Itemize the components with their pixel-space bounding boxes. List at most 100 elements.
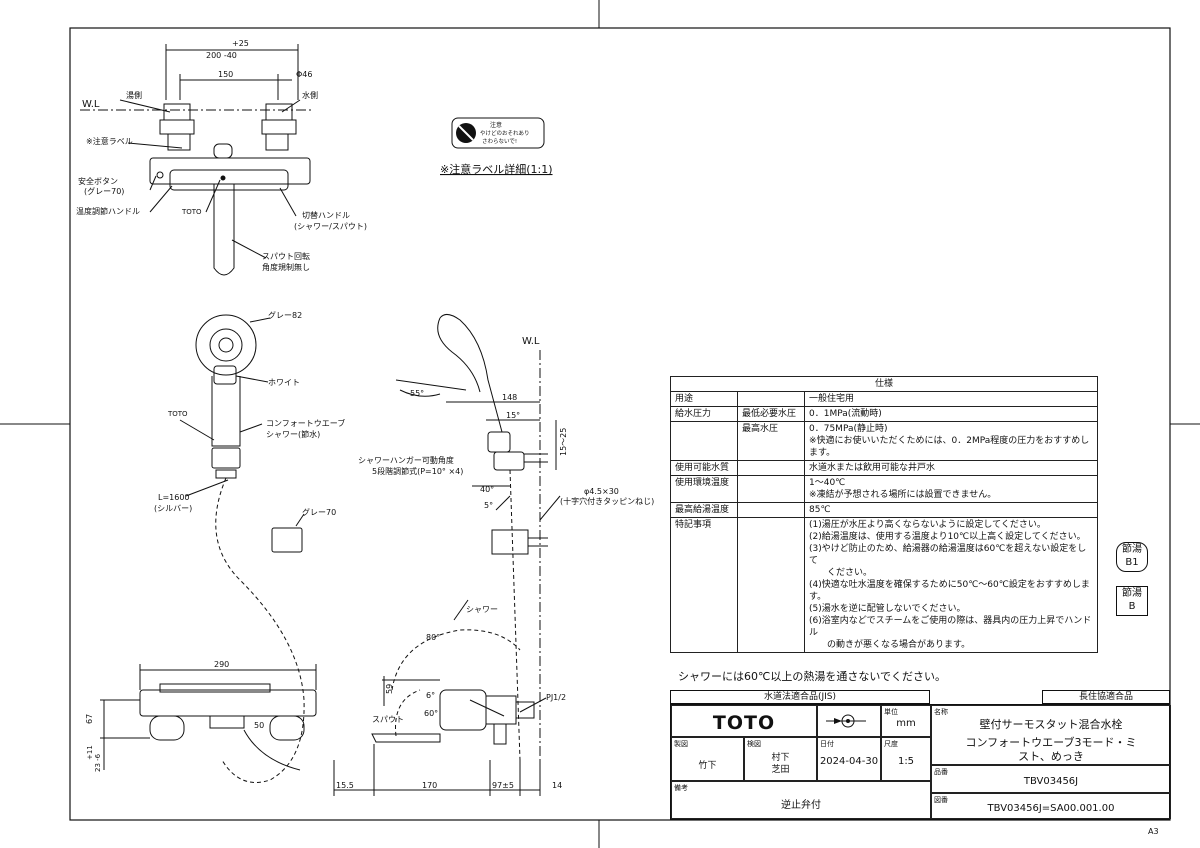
switch-handle-label: 切替ハンドル [302,210,350,220]
tb-scale-label: 尺度 [884,740,898,748]
caution-label-callout: ※注意ラベル [86,136,133,146]
tb-remark-cell: 備考 逆止弁付 [671,781,931,819]
hose-length: L=1600 [158,493,190,502]
caution-label-badge [451,117,545,149]
spec-subkey: 最高水圧 [737,421,805,461]
spec-value-line: 1～40℃ [809,478,846,488]
spec-value-line: (2)給湯温度は、使用する温度より10℃以上高く設定してください。 [809,532,1086,542]
tb-check-2: 芝田 [771,765,790,775]
tb-name-1: 壁付サーモスタット混合水栓 [979,718,1123,731]
shower-gray-label: グレー82 [268,310,302,320]
screw-spec: φ4.5×30 [584,487,619,496]
spec-value-line: (5)湯水を逆に配管しないでください。 [809,604,966,614]
spec-value: (1)湯圧が水圧より高くならないように設定してください。 (2)給湯温度は、使用す… [804,517,1098,653]
front-view [100,599,547,796]
holder-color: グレー70 [302,507,336,517]
angle-40: 40° [480,485,494,494]
dim-67: 67 [85,714,94,724]
spec-value-line: (4)快適な吐水温度を確保するために50℃～60℃設定をおすすめします。 [809,580,1090,602]
spec-header: 仕様 [670,376,1098,392]
spec-subkey [737,517,805,653]
tb-name-label: 名称 [934,708,948,716]
spout-note-1: スパウト回転 [262,252,310,261]
hanger-note-2: 5段階調節式(P=10° ×4) [372,466,463,476]
spec-key: 特記事項 [670,517,738,653]
spec-value: 一般住宅用 [804,391,1098,407]
spec-key [670,421,738,461]
top-view [80,44,312,276]
tb-projection-cell [817,705,881,737]
mark-b-bottom: B [1128,601,1136,612]
spec-value-line: の動きが悪くなる場合があります。 [809,640,971,650]
tb-check-1: 村下 [771,753,790,763]
tb-brand-cell: TOTO [671,705,817,737]
spec-value-line: (6)浴室内などでスチームをご使用の際は、器具内の圧力上昇でハンドル [809,616,1092,638]
mark-b1-top: 節湯 [1122,544,1142,555]
angle-55: 55° [410,389,424,398]
spec-value: 0．75MPa(静止時)※快適にお使いいただくためには、0．2MPa程度の圧力を… [804,421,1098,461]
spec-key: 最高給湯温度 [670,502,738,518]
spec-row: 特記事項 (1)湯圧が水圧より高くならないように設定してください。 (2)給湯温度は… [670,517,1098,653]
water-saving-mark-b: 節湯 B [1116,586,1148,616]
tb-scale-cell: 尺度 1:5 [881,737,931,781]
tb-name-cell: 名称 壁付サーモスタット混合水栓 コンフォートウエーブ3モード・ミ スト、めっき [931,705,1171,765]
spec-value-line: 0．1MPa(流動時) [809,409,882,419]
screw-type: (十字穴付きタッピンねじ) [560,496,654,506]
spec-row: 用途 一般住宅用 [670,391,1098,407]
spec-key: 用途 [670,391,738,407]
dim-diameter: Φ46 [296,70,312,79]
badge-text-1: やけどのおそれあり [480,129,530,137]
water-saving-mark-b1: 節湯 B1 [1116,542,1148,572]
tb-drawn-cell: 製図 竹下 [671,737,744,781]
spec-value-line: ※凍結が予想される場所には設置できません。 [809,490,997,500]
spec-value: 水道水または飲用可能な井戸水 [804,460,1098,476]
label-detail-title: ※注意ラベル詳細(1:1) [440,162,553,176]
spec-value-line: 85℃ [809,505,831,515]
spec-subkey [737,475,805,503]
tb-check-cell: 検図 村下 芝田 [744,737,817,781]
shower-direction: シャワー [466,605,498,614]
safety-button-label: 安全ボタン [78,176,118,186]
spec-value-line: 0．75MPa(静止時) [809,424,888,434]
side-view [395,314,561,790]
dim-top-plus: +25 [232,39,249,48]
spec-key: 給水圧力 [670,406,738,422]
dim-97: 97±5 [492,781,514,790]
hose-color: (シルバー) [154,504,192,513]
mark-b-top: 節湯 [1122,588,1142,599]
tb-brand: TOTO [712,712,776,734]
dim-23: 23 -6 [94,753,102,772]
spec-value-line: 水道水または飲用可能な井戸水 [809,463,936,473]
dim-14: 14 [552,781,562,790]
spec-value: 1～40℃ ※凍結が予想される場所には設置できません。 [804,475,1098,503]
spec-value: 0．1MPa(流動時) [804,406,1098,422]
spec-value-line: (1)湯圧が水圧より高くならないように設定してください。 [809,520,1046,530]
angle-6: 6° [426,691,435,700]
tb-product-label: 品番 [934,768,948,776]
angle-80: 80° [426,633,440,642]
dim-width: 200 -40 [206,51,237,60]
chojyu-label: 長住協適合品 [1042,690,1170,704]
spout-note-2: 角度規制無し [262,262,310,272]
tb-unit: mm [896,718,916,729]
mark-b1-bottom: B1 [1125,557,1139,568]
hot-water-notice: シャワーには60℃以上の熱湯を通さないでください。 [678,670,947,683]
title-block: TOTO 単位 mm 名称 壁付サーモスタット混合水栓 コンフォートウエーブ3モ… [670,704,1171,820]
switch-handle-sub: (シャワー/スパウト) [294,222,367,231]
tb-drawn-label: 製図 [674,740,688,748]
angle-5: 5° [484,501,493,510]
spec-value-line: (3)やけど防止のため、給湯器の給湯温度は60℃を超えない設定をして [809,544,1087,566]
dim-11: +11 [86,745,94,760]
spec-subkey [737,391,805,407]
tb-name-2: コンフォートウエーブ3モード・ミ [965,736,1137,749]
hot-side-label: 湯側 [126,90,142,100]
tb-drawing-no: TBV03456J=SA00.001.00 [987,803,1115,814]
spec-row: 最高給湯温度 85℃ [670,502,1098,518]
tb-remark: 逆止弁付 [781,800,821,811]
sheet-size-mark: A3 [1148,827,1159,836]
dim-290: 290 [214,660,229,669]
spec-value: 85℃ [804,502,1098,518]
